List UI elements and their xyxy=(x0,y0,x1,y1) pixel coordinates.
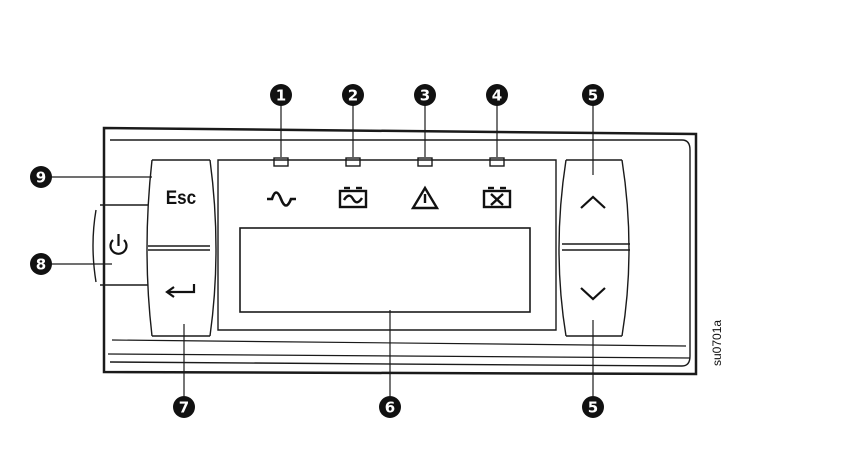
ac-sine-wave-icon xyxy=(267,191,296,207)
lcd-screen xyxy=(239,227,531,313)
led-indicator-2 xyxy=(345,157,361,167)
power-button[interactable] xyxy=(109,234,128,255)
callout-8: 8 xyxy=(30,253,52,275)
display-frame xyxy=(217,159,557,331)
callout-5-bottom: 5 xyxy=(582,396,604,418)
led-indicator-1 xyxy=(273,157,289,167)
svg-text:6: 6 xyxy=(385,399,395,417)
battery-fault-icon xyxy=(482,186,512,209)
callout-2: 2 xyxy=(342,84,364,106)
panel-housing xyxy=(102,126,698,376)
callout-1: 1 xyxy=(270,84,292,106)
svg-text:5: 5 xyxy=(588,399,598,417)
chevron-up-icon xyxy=(580,195,606,209)
down-button[interactable] xyxy=(580,287,606,301)
callout-3: 3 xyxy=(414,84,436,106)
svg-text:4: 4 xyxy=(492,87,502,105)
svg-text:1: 1 xyxy=(276,87,286,105)
callout-4: 4 xyxy=(486,84,508,106)
svg-text:8: 8 xyxy=(36,256,46,274)
right-key-column xyxy=(558,159,630,337)
leader-lines xyxy=(50,104,594,396)
chevron-down-icon xyxy=(580,287,606,301)
callout-7: 7 xyxy=(173,396,195,418)
led-indicator-4 xyxy=(489,157,505,167)
figure-id-label: su0701a xyxy=(710,320,724,366)
enter-button[interactable] xyxy=(165,284,196,298)
svg-text:7: 7 xyxy=(179,399,189,417)
battery-sine-icon xyxy=(338,186,368,209)
callout-5-top: 5 xyxy=(582,84,604,106)
led-indicator-3 xyxy=(417,157,433,167)
svg-text:2: 2 xyxy=(348,87,358,105)
svg-text:5: 5 xyxy=(588,87,598,105)
svg-text:3: 3 xyxy=(420,87,430,105)
callout-9: 9 xyxy=(30,166,52,188)
esc-button[interactable]: Esc xyxy=(166,187,196,208)
up-button[interactable] xyxy=(580,195,606,209)
left-key-column xyxy=(92,159,217,337)
power-icon xyxy=(109,234,128,255)
callout-6: 6 xyxy=(379,396,401,418)
svg-text:9: 9 xyxy=(36,169,46,187)
enter-arrow-icon xyxy=(165,284,196,298)
warning-triangle-icon xyxy=(410,185,440,210)
